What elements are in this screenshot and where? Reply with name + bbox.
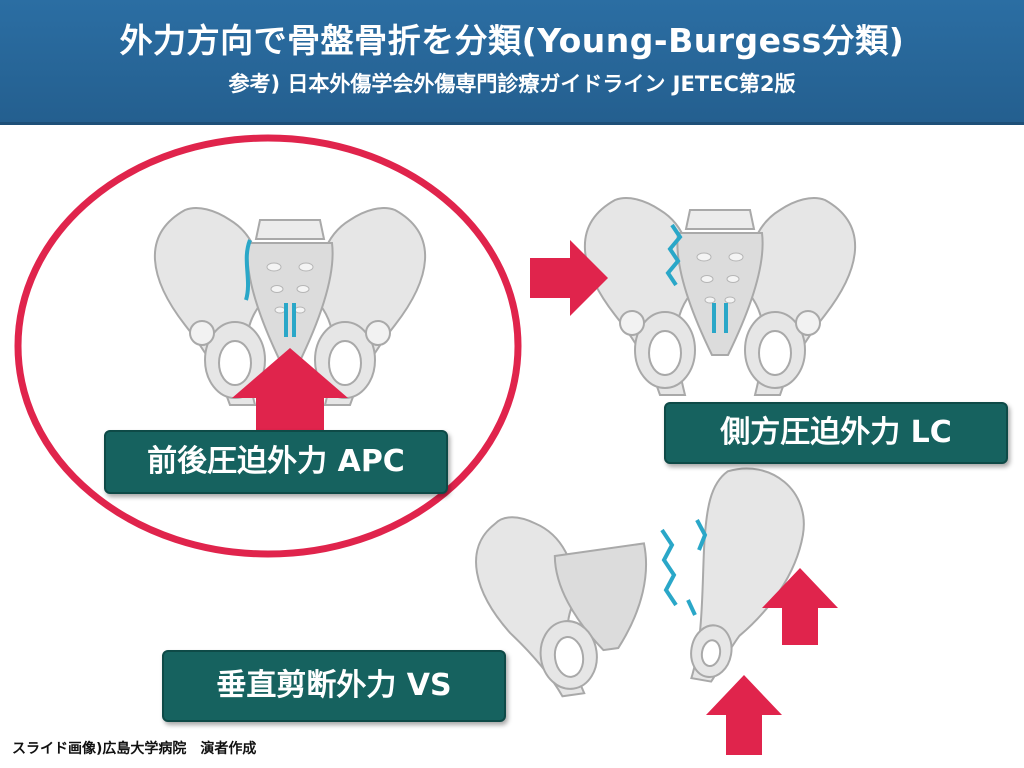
symphysis-diastasis-line bbox=[284, 303, 296, 337]
lc-label-text: 側方圧迫外力 LC bbox=[720, 415, 952, 450]
vertical-shear-fracture-line bbox=[660, 528, 678, 607]
pelvis-lc-illustration bbox=[583, 197, 857, 396]
slide-subtitle: 参考) 日本外傷学会外傷専門診療ガイドライン JETEC第2版 bbox=[228, 72, 796, 96]
sacral-compression-fracture-line bbox=[665, 223, 683, 287]
sacroiliac-fracture-line bbox=[244, 239, 252, 301]
pelvis-apc-illustration bbox=[153, 207, 427, 406]
vs-force-arrow-up-right bbox=[762, 568, 838, 645]
vs-label: 垂直剪断外力 VS bbox=[162, 650, 506, 722]
apc-force-arrow-up bbox=[232, 348, 348, 430]
iliac-displacement-line bbox=[695, 519, 708, 551]
slide-header: 外力方向で骨盤骨折を分類(Young-Burgess分類) 参考) 日本外傷学会… bbox=[0, 0, 1024, 125]
ramus-break-line bbox=[686, 599, 697, 616]
image-credit: スライド画像)広島大学病院 演者作成 bbox=[12, 741, 257, 757]
slide-title: 外力方向で骨盤骨折を分類(Young-Burgess分類) bbox=[119, 21, 905, 60]
selected-type-highlight-ring bbox=[14, 134, 522, 558]
pelvis-vs-illustration bbox=[475, 467, 805, 698]
apc-label: 前後圧迫外力 APC bbox=[104, 430, 448, 494]
lc-label: 側方圧迫外力 LC bbox=[664, 402, 1008, 464]
apc-label-text: 前後圧迫外力 APC bbox=[147, 444, 405, 479]
ramus-fracture-line bbox=[712, 303, 728, 333]
vs-label-text: 垂直剪断外力 VS bbox=[216, 668, 452, 703]
vs-force-arrow-up-left bbox=[706, 675, 782, 755]
lc-force-arrow-right bbox=[530, 240, 608, 316]
